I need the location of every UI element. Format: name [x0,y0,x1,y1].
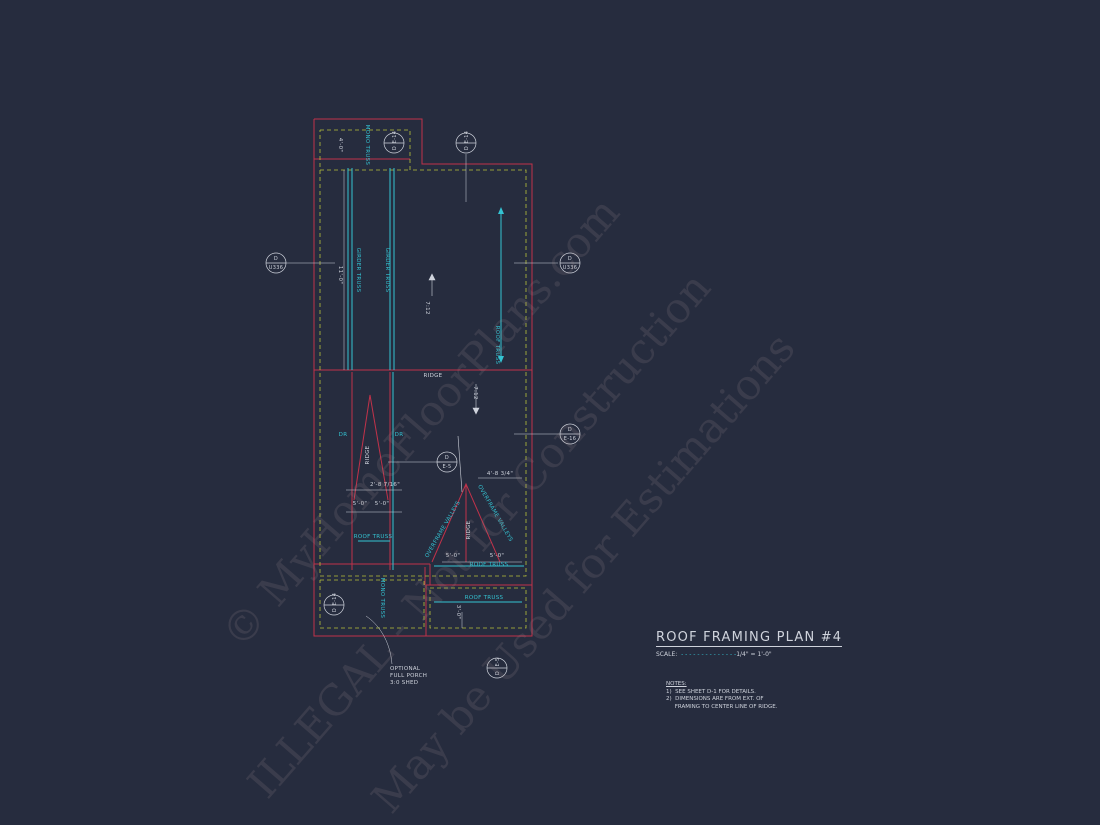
note-1: 1) SEE SHEET D-1 FOR DETAILS. [666,688,756,695]
scale-value: 1/4" = 1'-0" [736,651,772,658]
title-block: ROOF FRAMING PLAN #4 SCALE: - - - - - - … [656,626,856,658]
dr-right-label: DR [395,432,404,438]
ridge-main-label: RIDGE [424,373,443,379]
notes-block: NOTES: 1) SEE SHEET D-1 FOR DETAILS. 2) … [666,681,777,711]
optional-porch-label-3: 3:0 SHED [390,680,418,686]
callout-leaders [286,154,560,665]
dim-5-0c: 5'-0" [446,553,461,559]
ridge-left-label: RIDGE [365,445,371,464]
plan-title: ROOF FRAMING PLAN #4 [656,630,843,647]
optional-porch-label-1: OPTIONAL [390,666,421,672]
callout-text-8: DE-5 [495,657,501,675]
girder-truss-label-2: GIRDER TRUSS [384,248,390,293]
dimension-texts: 11'-0" 4'-0" 2'-8 7/16" 4'-8 3/4" 5'-0" … [337,138,513,620]
callout-text-7: DE-14 [332,593,338,612]
plan-scale: SCALE: - - - - - - - - - - - - - -1/4" =… [656,651,772,658]
mono-truss-bottom-label: MONO TRUSS [379,578,385,619]
dim-4-0: 4'-0" [337,138,343,153]
pitch-label-1: 7:12 [424,301,430,315]
dim-4-8: 4'-8 3/4" [487,471,513,477]
dim-5-0a: 5'-0" [353,501,368,507]
dimension-lines [343,170,522,628]
ridge-valley-label: RIDGE [466,520,472,539]
dim-3-0: 3'-0" [455,605,461,620]
eave-lines [319,129,527,629]
girder-truss-label-1: GIRDER TRUSS [355,248,361,293]
pitch-label-2: 7:12 [472,386,478,400]
dim-11-0: 11'-0" [337,266,343,284]
roof-truss-vertical-label: ROOF TRUSS [494,326,500,365]
overframe-valleys-label-2: OVERFRAME VALLEYS [476,484,514,543]
pitch-arrows [428,207,504,415]
roof-truss-mid-label: ROOF TRUSS [470,562,509,568]
note-2: 2) DIMENSIONS ARE FROM EXT. OF [666,696,764,702]
overframe-valleys-label-1: OVERFRAME VALLEYS [424,500,462,559]
section-callouts [265,132,581,679]
roof-truss-left-label: ROOF TRUSS [354,534,393,540]
callout-text-2: DE-14 [464,131,470,150]
roof-truss-bottom-label: ROOF TRUSS [465,595,504,601]
dim-5-0b: 5'-0" [375,501,390,507]
scale-label: SCALE: [656,651,678,658]
note-3: FRAMING TO CENTER LINE OF RIDGE. [666,703,778,710]
dr-left-label: DR [339,432,348,438]
notes-heading: NOTES: [666,681,687,687]
dim-5-0d: 5'-0" [490,553,505,559]
optional-porch-label-2: FULL PORCH [390,673,427,679]
building-outline [313,118,533,637]
mono-truss-label: MONO TRUSS [364,125,370,166]
framing-lines [347,168,524,603]
dim-2-8: 2'-8 7/16" [370,482,400,488]
callout-text-1: DE-14 [392,131,398,150]
